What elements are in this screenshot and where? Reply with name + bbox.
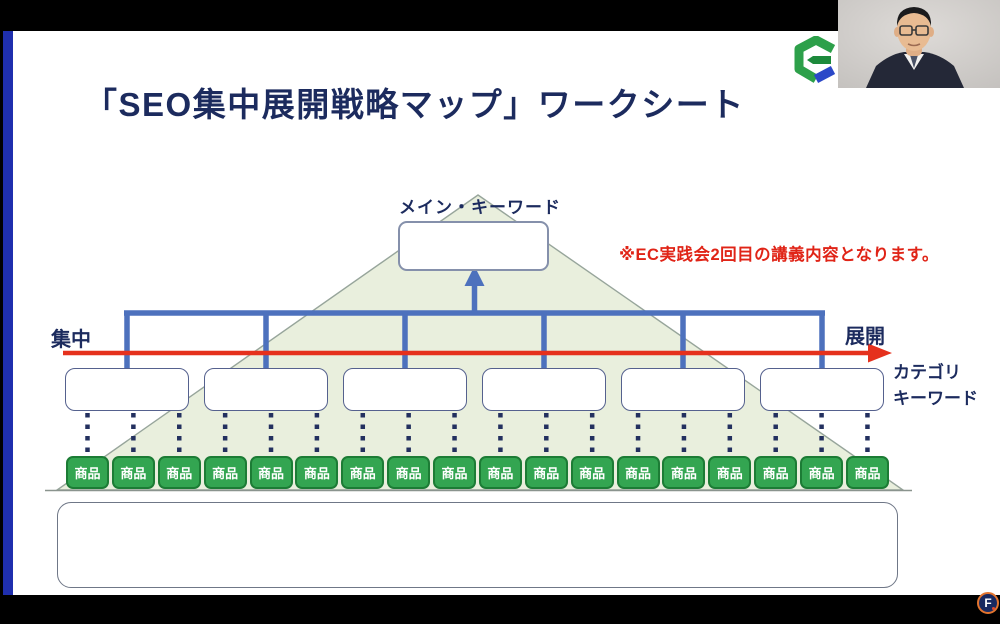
left-border-strip: [3, 31, 13, 595]
product-box: 商品: [616, 456, 660, 489]
product-box: 商品: [157, 456, 201, 489]
presenter: [838, 0, 1000, 88]
category-keyword-label-line1: カテゴリ: [893, 363, 961, 382]
lecture-note: ※EC実践会2回目の講義内容となります。: [619, 246, 939, 264]
category-keyword-box: [65, 368, 189, 411]
product-box: 商品: [754, 456, 798, 489]
product-box: 商品: [800, 456, 844, 489]
product-box: 商品: [433, 456, 477, 489]
product-box: 商品: [524, 456, 568, 489]
main-keyword-box: [398, 221, 549, 271]
product-box: 商品: [249, 456, 293, 489]
webcam-video[interactable]: [838, 0, 1000, 88]
category-keyword-box: [204, 368, 328, 411]
product-box: 商品: [387, 456, 431, 489]
category-keyword-box: [621, 368, 745, 411]
f-logo-watermark: F: [977, 592, 999, 614]
slide-title: 「SEO集中展開戦略マップ」ワークシート: [84, 86, 745, 123]
category-keyword-box: [760, 368, 884, 411]
product-box: 商品: [662, 456, 706, 489]
product-box: 商品: [845, 456, 889, 489]
category-keyword-label-line2: キーワード: [893, 389, 978, 408]
product-box: 商品: [478, 456, 522, 489]
product-box: 商品: [111, 456, 155, 489]
product-box: 商品: [341, 456, 385, 489]
notes-box: [57, 502, 898, 588]
product-box: 商品: [708, 456, 752, 489]
product-box: 商品: [295, 456, 339, 489]
product-box: 商品: [203, 456, 247, 489]
main-keyword-label: メイン・キーワード: [399, 198, 561, 217]
product-box: 商品: [570, 456, 614, 489]
category-keyword-box: [343, 368, 467, 411]
category-keyword-label: カテゴリ キーワード: [893, 360, 978, 412]
concentrate-label: 集中: [51, 329, 91, 351]
product-box: 商品: [66, 456, 109, 489]
expand-label: 展開: [845, 326, 885, 348]
company-logo-icon: [794, 36, 836, 83]
category-keyword-box: [482, 368, 606, 411]
